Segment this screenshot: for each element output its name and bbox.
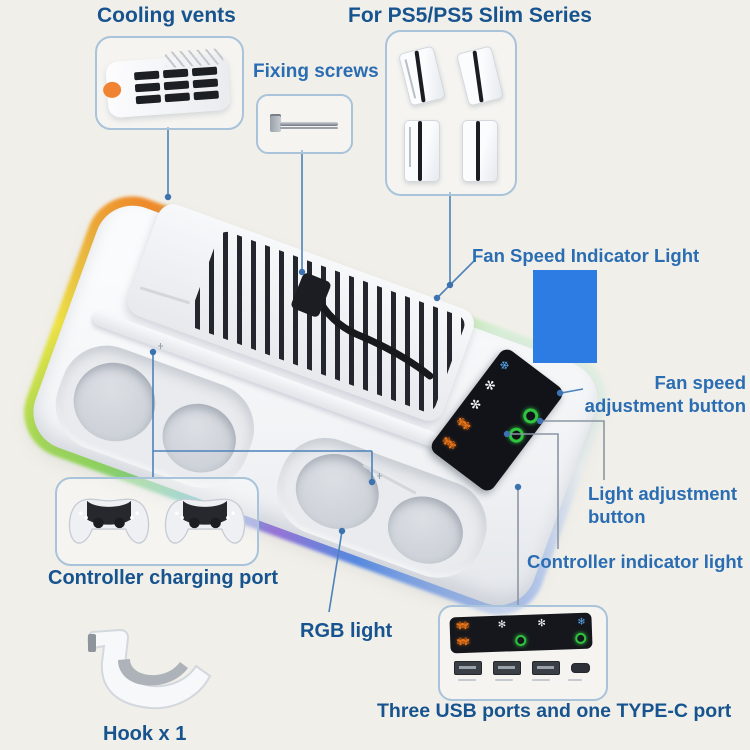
dock-cavity	[285, 442, 390, 541]
compatibility-label: For PS5/PS5 Slim Series	[348, 4, 592, 27]
dock-cavity	[378, 486, 473, 575]
fan-speed-indicator-label: Fan Speed Indicator Light	[472, 245, 700, 266]
controllers-thumbnail	[55, 477, 259, 566]
usb-port	[493, 661, 521, 675]
controller-charging-label: Controller charging port	[48, 567, 278, 589]
consoles-thumbnail	[385, 30, 517, 196]
type-c-port	[571, 663, 590, 673]
cooling-vents-thumbnail	[95, 36, 244, 130]
dualsense-controller-image	[164, 498, 246, 544]
port-row	[454, 661, 594, 675]
snowflake-icon: ❄	[496, 356, 513, 375]
cooling-vents-label: Cooling vents	[97, 4, 236, 27]
controller-indicator-icon: ✾✾	[453, 414, 471, 432]
snowflake-icon: ❄	[577, 616, 586, 628]
port-label-mark	[458, 679, 476, 681]
ps5-disc-image	[404, 119, 440, 182]
light-adjust-button	[506, 424, 528, 446]
screw-thread	[280, 127, 338, 129]
screw-rod	[280, 122, 338, 126]
ps5-digital-image	[462, 119, 498, 182]
fan-icon: ✻	[481, 375, 500, 395]
orange-corner-accent	[102, 81, 122, 99]
fan-icon: ✻	[466, 394, 485, 414]
port-label-mark	[568, 679, 582, 681]
printed-text-decal	[139, 286, 191, 305]
hook-label: Hook x 1	[103, 723, 187, 745]
light-adjust-button	[575, 632, 587, 645]
hook-image	[87, 628, 212, 710]
usb-port	[454, 661, 482, 675]
fine-vent-lines	[164, 48, 224, 69]
usb-port	[532, 661, 560, 675]
dock-cavity	[62, 351, 167, 453]
fan-speed-button	[515, 635, 527, 647]
fixing-screws-label: Fixing screws	[253, 61, 379, 82]
ps5-slim-digital-image	[456, 44, 504, 107]
dualsense-controller-image	[68, 498, 150, 544]
controller-indicator-icon: ✾✾	[455, 620, 467, 633]
port-label-mark	[495, 679, 513, 681]
vent-corner-image	[102, 48, 231, 119]
rgb-light-label: RGB light	[300, 620, 393, 642]
controller-indicator-icon: ✾✾	[456, 636, 468, 649]
vent-slot-grid	[133, 66, 219, 105]
ps5-slim-disc-image	[398, 44, 446, 107]
usb-panel-thumbnail: ✾✾ ✻ ✻ ❄ ✾✾	[438, 605, 608, 701]
port-label-mark	[532, 679, 550, 681]
fan-speed-adjustment-label: Fan speed adjustment button	[584, 372, 746, 416]
controller-indicator-icon: ✾✾	[439, 433, 457, 451]
fan-speed-button	[520, 405, 542, 427]
blue-cover-rectangle	[533, 270, 597, 363]
dock-cavity	[152, 393, 246, 483]
usb-ports-label: Three USB ports and one TYPE-C port	[377, 700, 732, 722]
fan-icon: ✻	[497, 619, 507, 631]
light-adjustment-label: Light adjustment button	[588, 483, 738, 527]
fixing-screws-thumbnail	[256, 94, 353, 154]
controller-indicator-label: Controller indicator light	[527, 551, 743, 572]
panel-closeup: ✾✾ ✻ ✻ ❄ ✾✾	[449, 612, 593, 654]
screw-head	[270, 114, 281, 132]
fan-icon: ✻	[537, 617, 547, 630]
